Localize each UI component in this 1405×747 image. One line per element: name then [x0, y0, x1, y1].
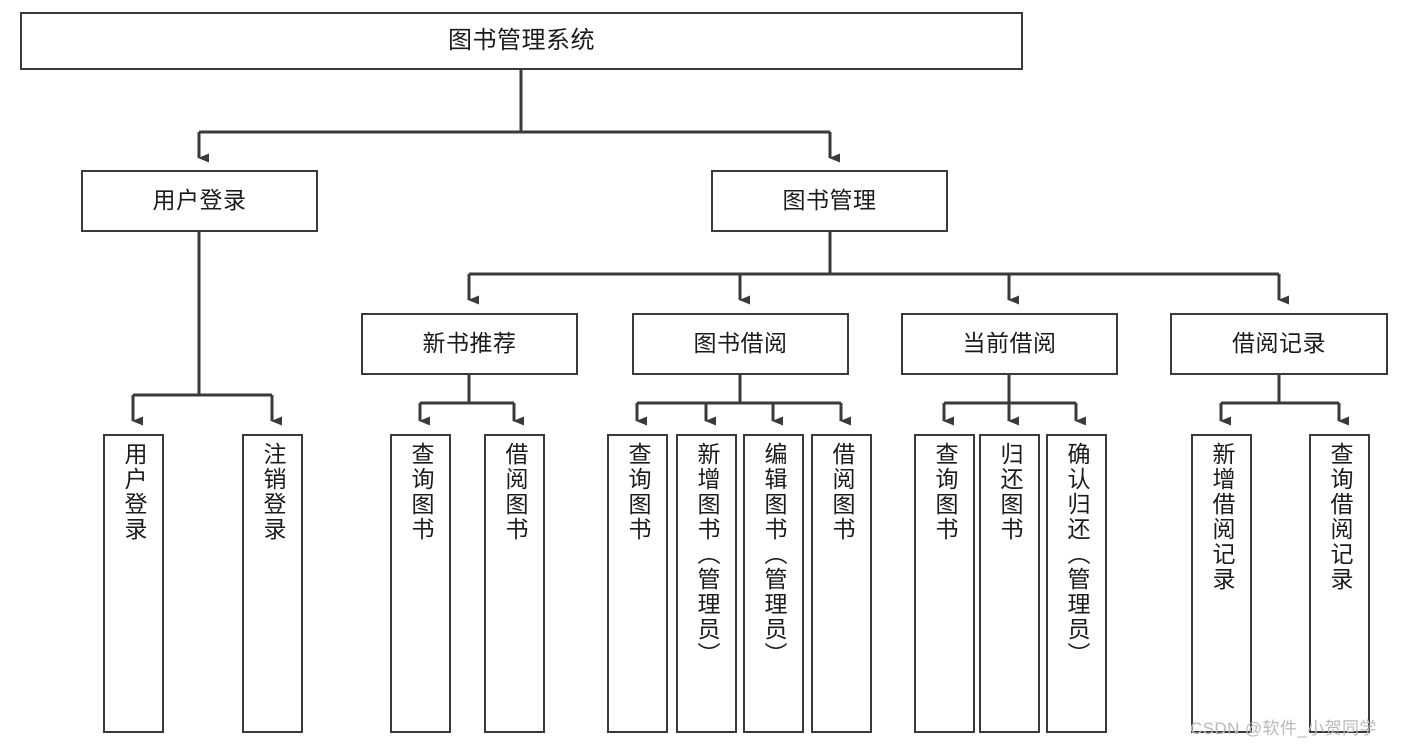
node-leaf-return-book[interactable]: 归还图书 — [979, 434, 1040, 733]
node-label: 编辑图书（管理员） — [761, 442, 787, 667]
node-leaf-add-book-admin[interactable]: 新增图书（管理员） — [676, 434, 737, 733]
node-label: 借阅图书 — [829, 442, 855, 542]
node-leaf-user-login[interactable]: 用户登录 — [103, 434, 164, 733]
node-root-system[interactable]: 图书管理系统 — [20, 12, 1023, 70]
node-leaf-query-book-recommend[interactable]: 查询图书 — [390, 434, 451, 733]
node-label: 归还图书 — [997, 442, 1023, 542]
node-label: 当前借阅 — [962, 330, 1057, 357]
node-label: 查询借阅记录 — [1327, 442, 1353, 592]
node-label: 用户登录 — [121, 442, 147, 542]
node-leaf-query-book-current[interactable]: 查询图书 — [914, 434, 975, 733]
node-book-borrow[interactable]: 图书借阅 — [632, 313, 849, 375]
node-leaf-add-borrow-record[interactable]: 新增借阅记录 — [1191, 434, 1252, 733]
node-label: 图书借阅 — [693, 330, 788, 357]
node-label: 新增图书（管理员） — [694, 442, 720, 667]
node-leaf-borrow-book-recommend[interactable]: 借阅图书 — [484, 434, 545, 733]
node-label: 查询图书 — [625, 442, 651, 542]
node-label: 新增借阅记录 — [1209, 442, 1235, 592]
node-leaf-borrow-book[interactable]: 借阅图书 — [811, 434, 872, 733]
node-label: 确认归还（管理员） — [1064, 442, 1090, 667]
node-leaf-logout[interactable]: 注销登录 — [242, 434, 303, 733]
node-label: 新书推荐 — [422, 330, 517, 357]
node-user-login[interactable]: 用户登录 — [81, 170, 318, 232]
node-label: 用户登录 — [152, 187, 247, 214]
node-borrow-record[interactable]: 借阅记录 — [1170, 313, 1388, 375]
node-label: 注销登录 — [260, 442, 286, 542]
node-book-management[interactable]: 图书管理 — [711, 170, 948, 232]
node-label: 借阅记录 — [1232, 330, 1326, 357]
node-leaf-confirm-return-admin[interactable]: 确认归还（管理员） — [1046, 434, 1107, 733]
node-label: 查询图书 — [408, 442, 434, 542]
node-label: 借阅图书 — [502, 442, 528, 542]
node-leaf-query-book-borrow[interactable]: 查询图书 — [607, 434, 668, 733]
node-current-borrow[interactable]: 当前借阅 — [901, 313, 1118, 375]
watermark: CSDN @软件_小贺同学 — [1190, 719, 1377, 738]
node-new-book-recommend[interactable]: 新书推荐 — [361, 313, 578, 375]
node-label: 查询图书 — [932, 442, 958, 542]
node-label: 图书管理系统 — [448, 26, 595, 54]
node-leaf-edit-book-admin[interactable]: 编辑图书（管理员） — [743, 434, 804, 733]
node-leaf-query-borrow-record[interactable]: 查询借阅记录 — [1309, 434, 1370, 733]
node-label: 图书管理 — [782, 187, 877, 214]
